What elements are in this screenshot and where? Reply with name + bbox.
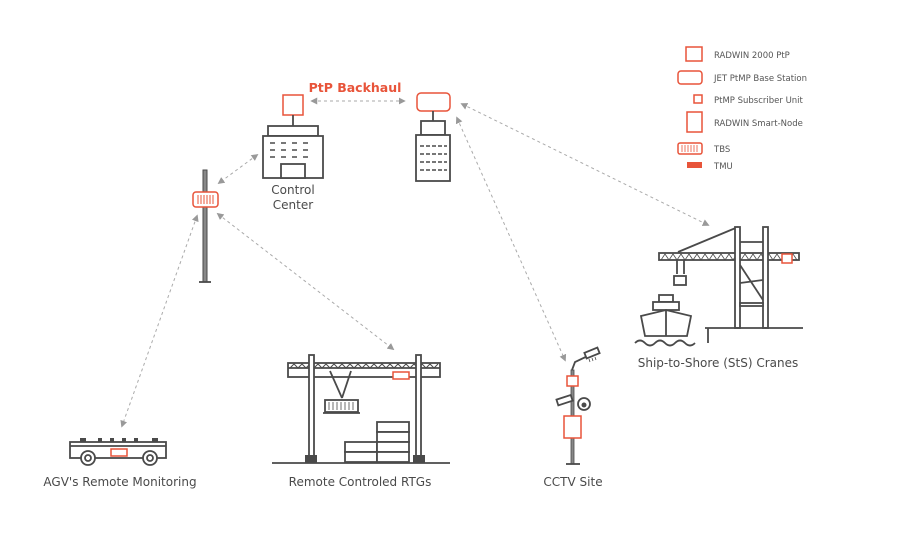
- svg-text:TMU: TMU: [713, 162, 733, 172]
- building-icon: [267, 125, 319, 137]
- tmu-icon: [687, 162, 702, 168]
- control-center-node[interactable]: Control Center: [262, 94, 324, 212]
- subscriber-unit-icon: [566, 375, 579, 387]
- cctv-label: CCTV Site: [543, 475, 602, 489]
- link-pole-rtg: [216, 212, 395, 351]
- ptp-radio-icon: [282, 94, 304, 116]
- link-tower-sts: [460, 103, 710, 226]
- svg-text:RADWIN Smart-Node: RADWIN Smart-Node: [714, 119, 803, 129]
- tmu-icon: [110, 448, 128, 457]
- control-center-label-2: Center: [273, 198, 313, 212]
- tbs-icon: [192, 191, 219, 208]
- svg-text:PtMP Subscriber Unit: PtMP Subscriber Unit: [714, 96, 804, 106]
- agv-node[interactable]: AGV's Remote Monitoring: [43, 438, 197, 489]
- control-center-label-1: Control: [271, 183, 314, 197]
- svg-text:RADWIN 2000 PtP: RADWIN 2000 PtP: [714, 51, 790, 61]
- smart-node-icon: [686, 111, 703, 133]
- base-station-icon: [677, 70, 703, 85]
- link-tower-cctv: [455, 116, 567, 362]
- legend-item: RADWIN 2000 PtP: [685, 46, 790, 62]
- legend-item: TBS: [677, 142, 730, 155]
- legend-item: PtMP Subscriber Unit: [693, 94, 804, 106]
- smart-node-icon: [563, 415, 582, 439]
- link-control-pole: [217, 153, 259, 185]
- legend: RADWIN 2000 PtP JET PtMP Base Station Pt…: [677, 46, 807, 172]
- cctv-pole-icon: [555, 346, 601, 465]
- base-station-icon: [416, 92, 451, 112]
- tbs-icon: [677, 142, 703, 155]
- tmu-icon: [392, 371, 410, 380]
- sts-crane-icon: [634, 226, 803, 347]
- sts-label: Ship-to-Shore (StS) Cranes: [638, 356, 799, 370]
- links: [120, 97, 710, 428]
- legend-item: TMU: [687, 162, 733, 172]
- tower-building-node[interactable]: [415, 92, 451, 182]
- legend-item: JET PtMP Base Station: [677, 70, 807, 85]
- cctv-node[interactable]: CCTV Site: [543, 346, 603, 489]
- rtg-crane-icon: [272, 354, 450, 464]
- rtg-label: Remote Controled RTGs: [289, 475, 432, 489]
- ptp-radio-icon: [685, 46, 703, 62]
- tower-building-icon: [420, 120, 446, 136]
- subscriber-unit-icon: [781, 253, 793, 264]
- backhaul-label: PtP Backhaul: [309, 80, 402, 95]
- sts-node[interactable]: Ship-to-Shore (StS) Cranes: [634, 226, 803, 370]
- subscriber-unit-icon: [693, 94, 703, 104]
- pole-node[interactable]: [192, 169, 219, 283]
- svg-text:TBS: TBS: [713, 145, 730, 155]
- svg-text:JET PtMP Base Station: JET PtMP Base Station: [713, 74, 807, 84]
- pole-icon: [202, 169, 208, 283]
- agv-label: AGV's Remote Monitoring: [43, 475, 196, 489]
- rtg-node[interactable]: Remote Controled RTGs: [272, 354, 450, 489]
- link-pole-agv: [120, 214, 199, 428]
- legend-item: RADWIN Smart-Node: [686, 111, 803, 133]
